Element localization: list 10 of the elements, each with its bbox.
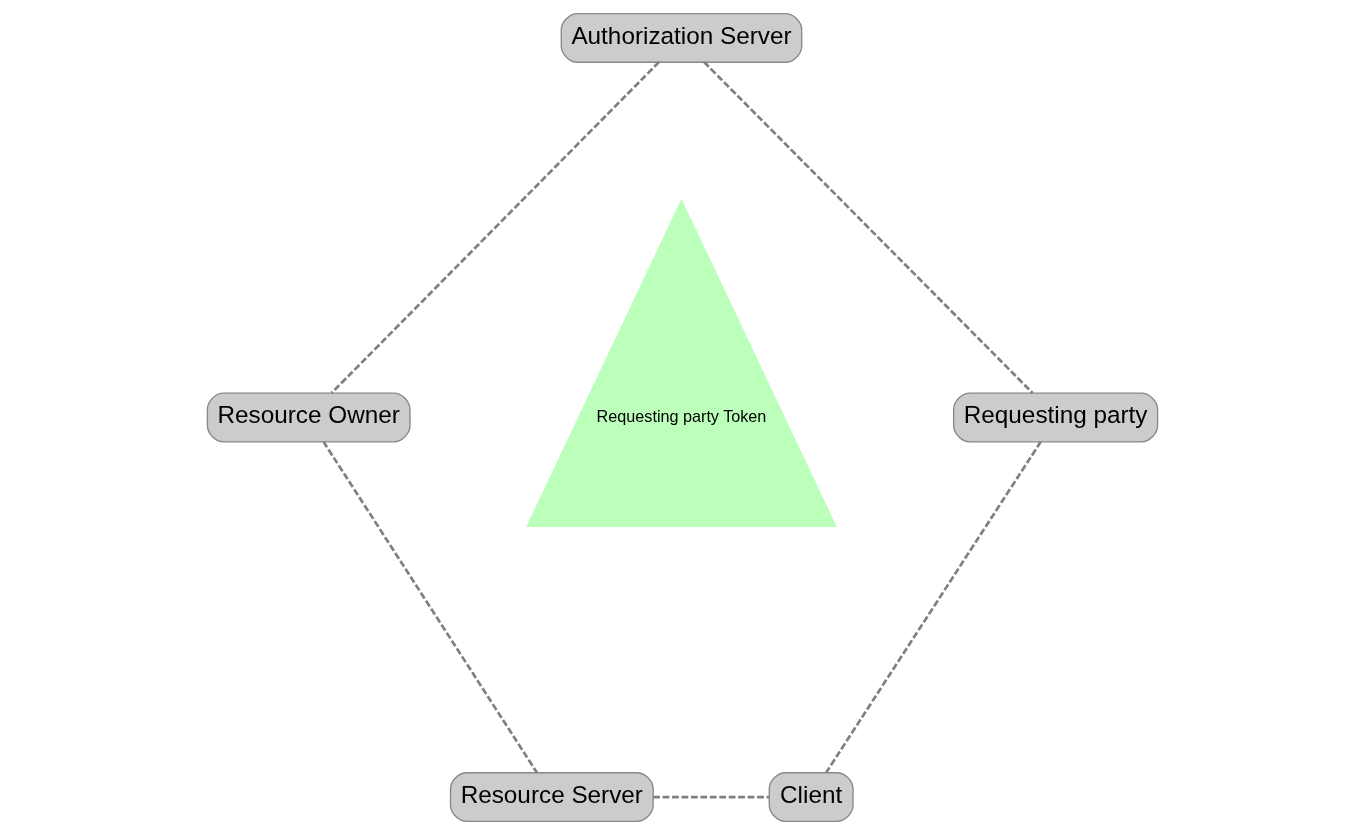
- connector: [652, 795, 769, 799]
- connector: [330, 61, 660, 394]
- node-box: Requesting party: [952, 392, 1158, 443]
- node-box: Authorization Server: [560, 12, 802, 63]
- node-box: Resource Server: [449, 772, 654, 823]
- connector: [321, 441, 538, 774]
- connector: [824, 441, 1042, 774]
- node-box: Client: [768, 772, 854, 823]
- node-box: Resource Owner: [206, 392, 411, 443]
- connector: [702, 61, 1034, 394]
